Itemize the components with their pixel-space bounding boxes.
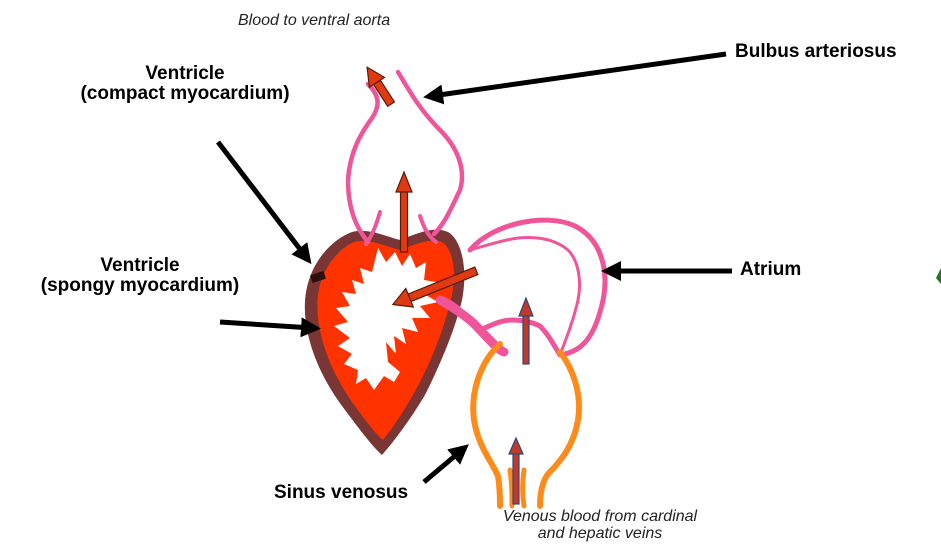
label-ventricle-spongy-line1: Ventricle [0,256,280,276]
label-venous-blood-line2: and hepatic veins [440,526,760,543]
label-ventricle-spongy-line2: (spongy myocardium) [0,276,280,296]
bulbus-arteriosus-pointer [432,54,726,96]
edge-mark [936,268,941,284]
label-atrium: Atrium [740,260,801,280]
sinus-venosus-left-wall [473,344,500,506]
label-venous-blood: Venous blood from cardinal and hepatic v… [440,509,760,543]
label-blood-to-ventral-aorta: Blood to ventral aorta [238,13,390,30]
label-ventricle-compact-line1: Ventricle [40,64,330,84]
sinus-venosus-inner-left [510,470,512,506]
flow-arrow-sinus-to-atrium [519,298,533,364]
label-venous-blood-line1: Venous blood from cardinal [440,509,760,526]
label-ventricle-compact: Ventricle (compact myocardium) [40,64,330,104]
sinus-venosus-pointer [424,450,462,482]
label-ventricle-compact-line2: (compact myocardium) [40,84,330,104]
label-ventricle-spongy: Ventricle (spongy myocardium) [0,256,280,296]
label-sinus-venosus: Sinus venosus [274,483,408,503]
sinus-venosus-right-wall [540,352,579,506]
compact-myocardium-pointer [218,142,306,257]
sinus-venosus-inner-right [523,470,525,506]
bulbus-arteriosus [348,84,378,242]
spongy-myocardium-pointer [220,322,312,328]
label-bulbus-arteriosus: Bulbus arteriosus [735,42,897,62]
